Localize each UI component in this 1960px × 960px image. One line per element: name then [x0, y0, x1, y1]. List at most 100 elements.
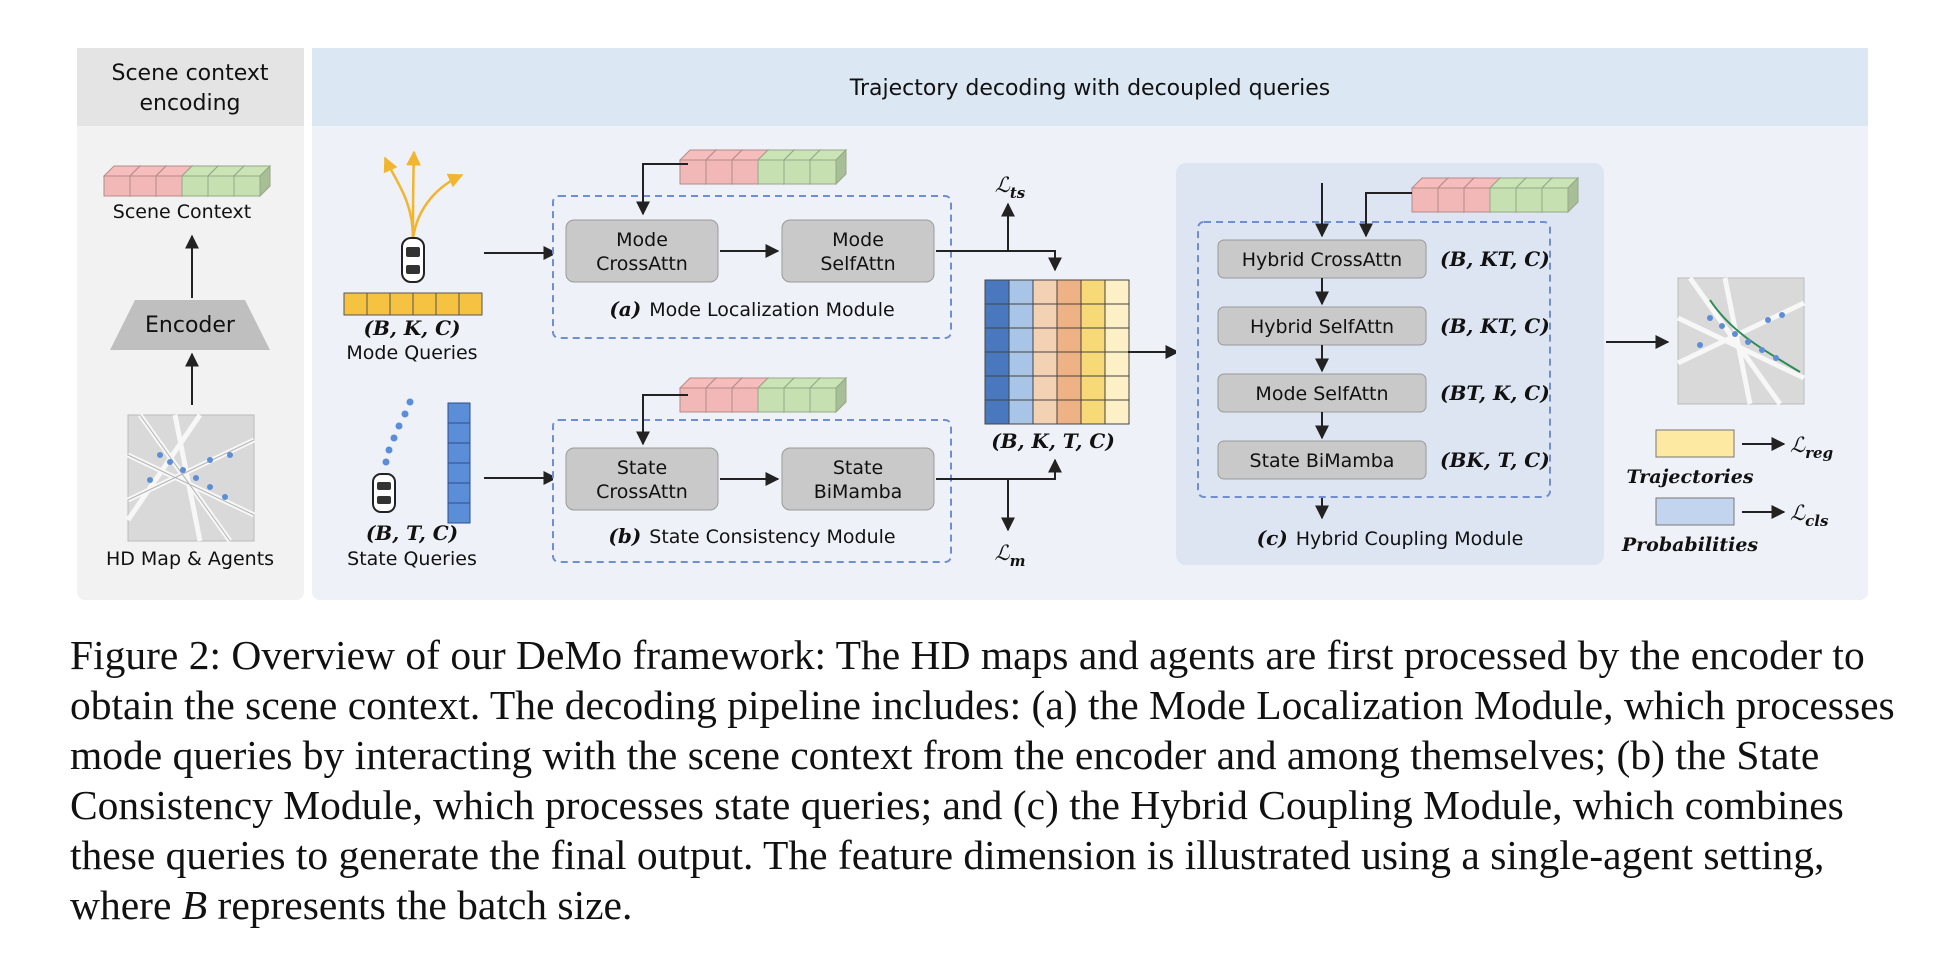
loss-reg: ℒreg: [1790, 433, 1833, 462]
hybrid-block-dims: (BT, K, C): [1440, 381, 1550, 405]
caption-suffix: represents the batch size.: [207, 882, 633, 928]
svg-text:CrossAttn: CrossAttn: [596, 253, 688, 275]
grid-cell: [1032, 351, 1058, 377]
scene-context-tokens: [102, 164, 272, 198]
hybrid-block-dims: (B, KT, C): [1440, 247, 1550, 271]
loss-ts: ℒts: [995, 173, 1026, 202]
grid-cell: [1008, 279, 1034, 305]
grid-cell: [1008, 303, 1034, 329]
svg-text:State: State: [617, 457, 667, 479]
scene-header-line2: encoding: [139, 91, 240, 116]
grid-cell: [1032, 375, 1058, 401]
scene-header-bg: [77, 48, 304, 126]
svg-text:Mode: Mode: [832, 229, 884, 251]
grid-cell: [1008, 351, 1034, 377]
mode-query-cell: [458, 292, 483, 316]
hybrid-context-tokens: [1410, 176, 1580, 214]
state-queries-bar: [447, 402, 471, 524]
state-query-cell: [447, 442, 471, 464]
demo-framework-diagram: Scene context encoding Trajectory decodi…: [77, 48, 1868, 600]
state-car-icon: [372, 398, 414, 513]
caption-text: Figure 2: Overview of our DeMo framework…: [70, 632, 1895, 928]
grid-cell: [1032, 399, 1058, 425]
context-token: [808, 148, 848, 186]
probabilities-swatch: [1655, 497, 1735, 526]
grid-cell: [1032, 279, 1058, 305]
grid-cell: [1080, 327, 1106, 353]
state-query-cell: [447, 422, 471, 444]
mode-query-cell: [412, 292, 437, 316]
hybrid-block-label: Hybrid SelfAttn: [1250, 316, 1394, 338]
grid-cell: [1056, 375, 1082, 401]
svg-text:BiMamba: BiMamba: [814, 481, 903, 503]
grid-cell: [1056, 351, 1082, 377]
figure-caption: Figure 2: Overview of our DeMo framework…: [70, 630, 1900, 930]
mode-crossattn-block: [565, 219, 719, 283]
loss-cls: ℒcls: [1790, 501, 1829, 530]
hybrid-block: State BiMamba (BK, T, C): [1217, 440, 1550, 480]
mode-queries-label: Mode Queries: [346, 342, 477, 364]
probabilities-label: Probabilities: [1621, 534, 1759, 556]
hybrid-module-title: (c)Hybrid Coupling Module: [1257, 526, 1524, 550]
hd-map-image: [125, 413, 256, 543]
hybrid-block-dims: (B, KT, C): [1440, 314, 1550, 338]
output-map-image: [1676, 276, 1806, 406]
mode-selfattn-block: [781, 219, 935, 283]
grid-cell: [1104, 375, 1130, 401]
hybrid-block-dims: (BK, T, C): [1440, 448, 1550, 472]
traj-header-bg: [312, 48, 1868, 126]
grid-cell: [1080, 399, 1106, 425]
hybrid-coupling-dashed: [1197, 221, 1551, 498]
mode-query-cell: [389, 292, 414, 316]
mode-query-cell: [343, 292, 368, 316]
hybrid-blocks: Hybrid CrossAttn(B, KT, C)Hybrid SelfAtt…: [1217, 239, 1550, 480]
grid-cell: [1008, 399, 1034, 425]
grid-dims: (B, K, T, C): [991, 429, 1115, 453]
state-module-context-tokens: [678, 376, 848, 414]
grid-cell: [984, 399, 1010, 425]
hybrid-block-label: Mode SelfAttn: [1255, 383, 1388, 405]
grid-cell: [1104, 327, 1130, 353]
state-queries-label: State Queries: [347, 548, 477, 570]
svg-text:SelfAttn: SelfAttn: [820, 253, 895, 275]
state-queries-dims: (B, T, C): [366, 521, 458, 545]
state-query-cell: [447, 502, 471, 524]
hybrid-block-label: State BiMamba: [1250, 450, 1395, 472]
grid-cell: [1080, 375, 1106, 401]
grid-cell: [1032, 327, 1058, 353]
svg-text:State: State: [833, 457, 883, 479]
grid-cell: [1104, 351, 1130, 377]
context-token: [1540, 176, 1580, 214]
hybrid-block: Hybrid SelfAttn (B, KT, C): [1217, 306, 1550, 346]
grid-cell: [1032, 303, 1058, 329]
grid-cell: [984, 327, 1010, 353]
context-token: [232, 164, 272, 198]
combined-query-grid: [984, 279, 1130, 425]
hybrid-block: Mode SelfAttn (BT, K, C): [1217, 373, 1550, 413]
state-query-cell: [447, 482, 471, 504]
caption-var: B: [181, 882, 208, 928]
mode-car-icon: [383, 150, 464, 283]
mode-queries-dims: (B, K, C): [364, 316, 461, 340]
encoder-block: [110, 300, 270, 350]
state-bimamba-block: [781, 447, 935, 511]
hd-map-label: HD Map & Agents: [106, 548, 274, 570]
state-query-cell: [447, 462, 471, 484]
state-module-title: (b)State Consistency Module: [608, 524, 895, 548]
context-token: [808, 376, 848, 414]
mode-module-title: (a)Mode Localization Module: [609, 297, 894, 321]
hybrid-block-label: Hybrid CrossAttn: [1242, 249, 1402, 271]
grid-cell: [1056, 303, 1082, 329]
scene-header-line1: Scene context: [112, 61, 269, 86]
grid-cell: [984, 279, 1010, 305]
encoder-label: Encoder: [145, 313, 236, 338]
svg-text:Mode: Mode: [616, 229, 668, 251]
grid-cell: [1104, 303, 1130, 329]
mode-query-cell: [366, 292, 391, 316]
grid-cell: [1056, 327, 1082, 353]
grid-cell: [1080, 279, 1106, 305]
trajectories-swatch: [1655, 429, 1735, 458]
scene-context-label: Scene Context: [113, 201, 251, 223]
mode-queries-bar: [343, 292, 483, 316]
grid-cell: [1104, 279, 1130, 305]
